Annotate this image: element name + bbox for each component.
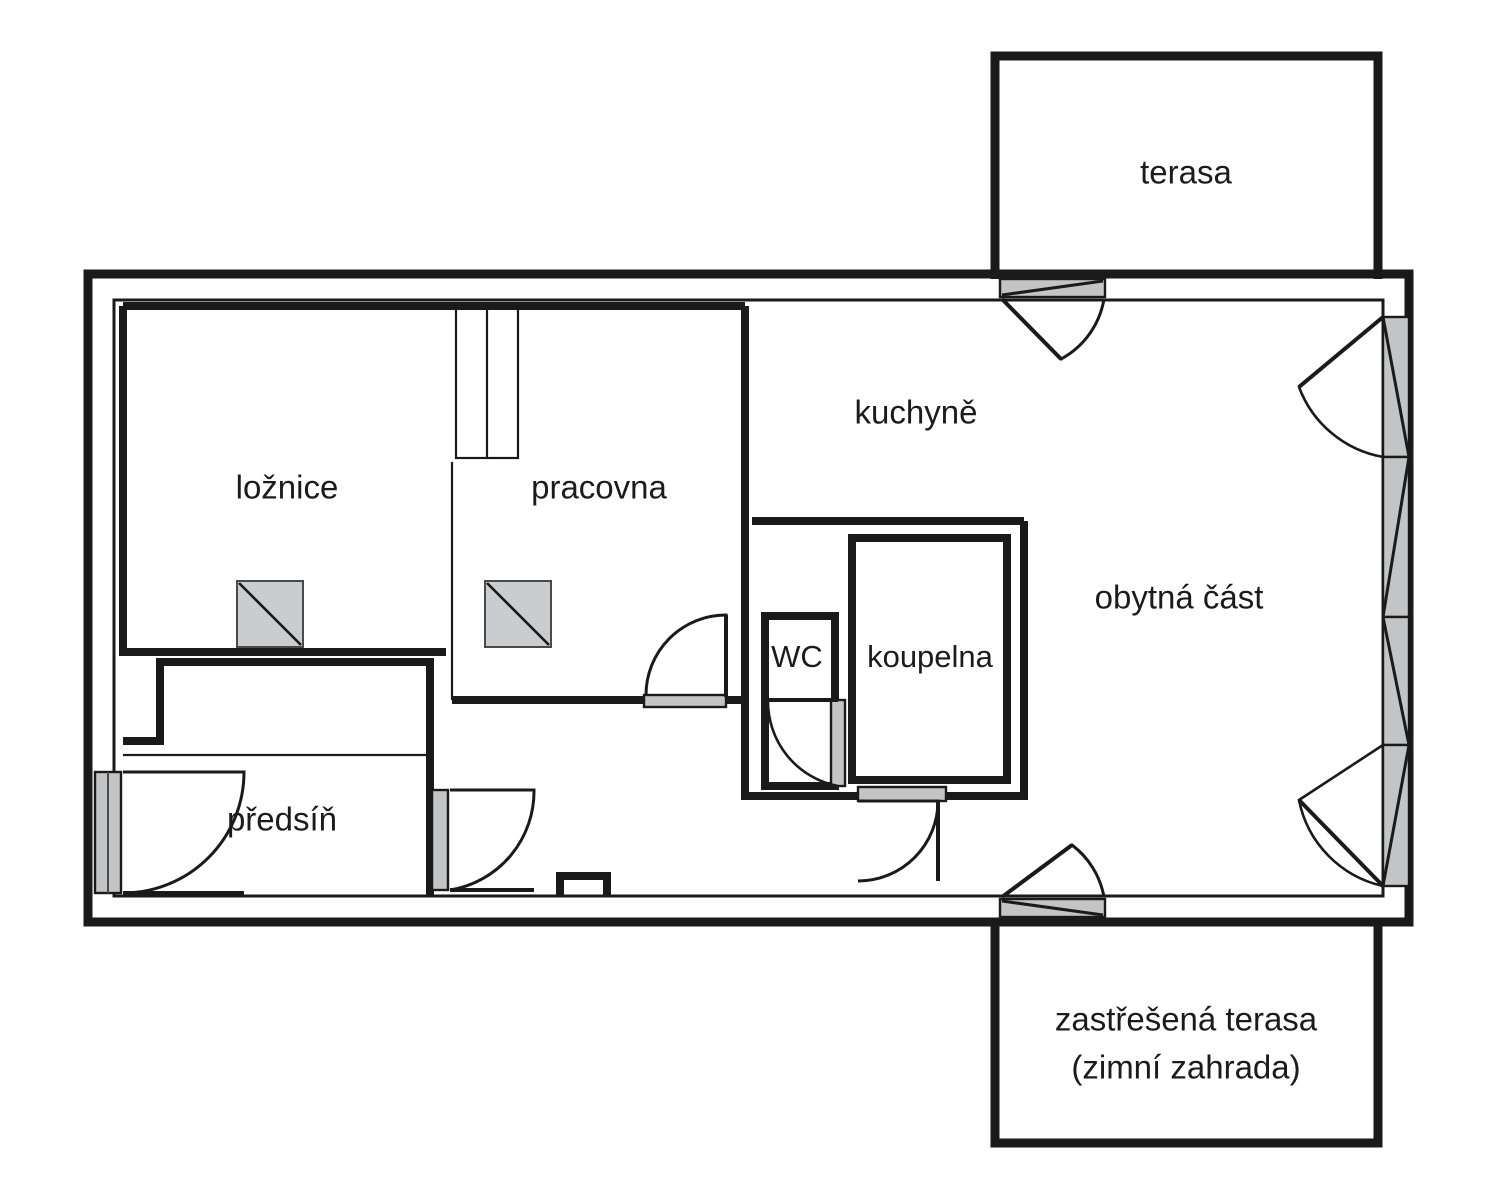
room-label-pracovna: pracovna <box>531 469 667 506</box>
kitchen-terrace-door[interactable] <box>998 277 1107 361</box>
pracovna-radiator-icon <box>484 580 552 648</box>
living-window-upper[interactable] <box>1381 455 1411 619</box>
room-label-covered-terrace-line2: (zimní zahrada) <box>1071 1049 1300 1086</box>
room-label-terasa: terasa <box>1140 154 1232 191</box>
room-predsin: předsíň <box>93 658 536 896</box>
loznice-radiator-icon <box>236 580 304 648</box>
wc-door[interactable] <box>766 698 847 788</box>
room-label-kuchyne: kuchyně <box>855 394 978 431</box>
room-label-wc: WC <box>771 639 823 674</box>
room-label-obytna-cast: obytná část <box>1095 579 1264 616</box>
room-label-loznice: ložnice <box>236 469 339 506</box>
loznice-walls <box>119 306 446 656</box>
study-wardrobe-icon <box>454 306 520 460</box>
room-koupelna: koupelna <box>848 534 1011 883</box>
room-pracovna: pracovna <box>452 302 749 709</box>
room-label-koupelna: koupelna <box>867 639 994 674</box>
building-outer-shell <box>83 269 1414 927</box>
entry-door[interactable] <box>93 770 246 895</box>
room-obytna-cast: obytná část <box>998 315 1411 919</box>
room-wc: WC <box>761 612 847 790</box>
room-terasa: terasa <box>990 51 1383 279</box>
bathroom-block: koupelna WC <box>741 521 1028 883</box>
room-label-predsin: předsíň <box>227 801 337 838</box>
living-glass-door-top[interactable] <box>1297 315 1411 459</box>
room-loznice: ložnice <box>119 302 457 700</box>
outer-wall-inner-face <box>112 298 1385 898</box>
south-wall-recess-outline <box>556 872 611 896</box>
living-window-lower[interactable] <box>1381 615 1411 747</box>
outer-wall-outer-face <box>83 269 1414 927</box>
study-door[interactable] <box>642 613 728 709</box>
terasa-outline <box>990 51 1383 279</box>
covered-terrace-outline <box>990 922 1383 1148</box>
living-east-glazing[interactable] <box>1297 315 1411 888</box>
room-zastresena-terasa: zastřešená terasa (zimní zahrada) <box>990 922 1383 1148</box>
koupelna-walls <box>848 534 1011 784</box>
living-glass-door-bottom[interactable] <box>1297 743 1411 888</box>
room-kuchyne: kuchyně <box>752 277 1107 525</box>
hall-door[interactable] <box>430 788 536 892</box>
south-wall-recess <box>556 872 611 896</box>
room-label-covered-terrace-line1: zastřešená terasa <box>1055 1001 1318 1038</box>
predsin-walls <box>123 658 434 896</box>
bathroom-door[interactable] <box>856 785 948 883</box>
living-terrace-door[interactable] <box>998 843 1107 919</box>
